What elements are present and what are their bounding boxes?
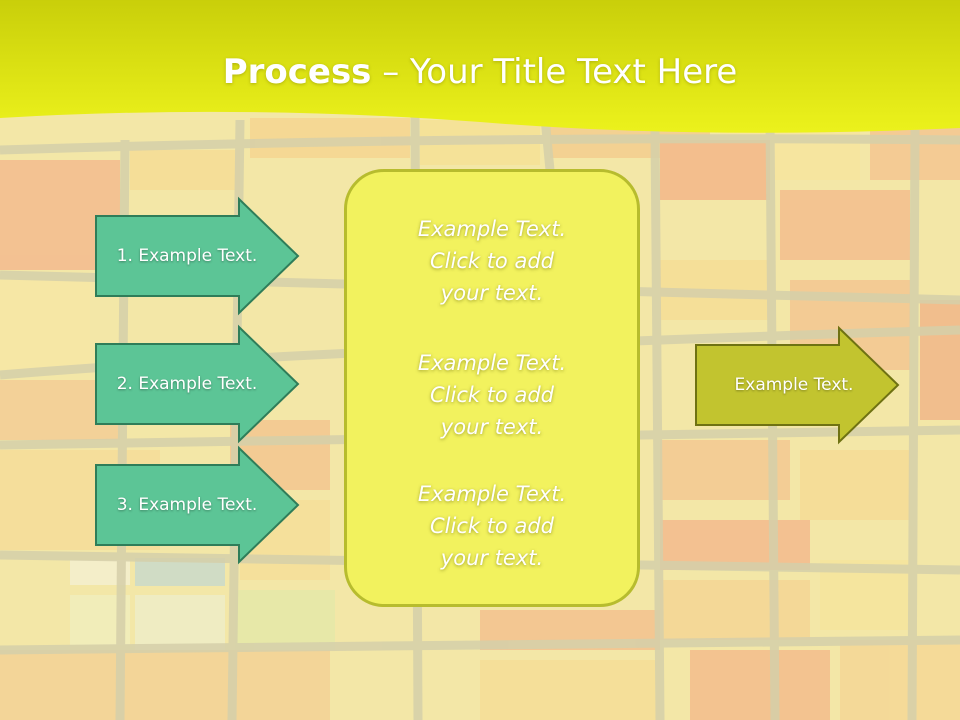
center-process-box[interactable] <box>344 169 640 607</box>
slide-title: Process – Your Title Text Here <box>0 52 960 92</box>
arrow-right-icon <box>695 325 900 445</box>
step-label-3: 3. Example Text. <box>116 495 258 515</box>
step-arrow-2[interactable]: 2. Example Text. <box>95 324 300 444</box>
step-label-1: 1. Example Text. <box>116 246 258 266</box>
arrow-right-icon <box>95 196 300 316</box>
arrow-right-icon <box>95 445 300 565</box>
title-rest-text: – Your Title Text Here <box>371 52 738 92</box>
header-band <box>0 0 960 133</box>
center-text-3[interactable]: Example Text. Click to add your text. <box>417 482 567 570</box>
center-text-2[interactable]: Example Text. Click to add your text. <box>417 351 567 439</box>
center-text-1[interactable]: Example Text. Click to add your text. <box>417 217 567 305</box>
step-arrow-3[interactable]: 3. Example Text. <box>95 445 300 565</box>
title-bold-text: Process <box>222 52 372 92</box>
arrow-right-icon <box>95 324 300 444</box>
output-label: Example Text. <box>734 375 854 395</box>
step-arrow-1[interactable]: 1. Example Text. <box>95 196 300 316</box>
step-label-2: 2. Example Text. <box>116 374 258 394</box>
output-arrow[interactable]: Example Text. <box>695 325 900 445</box>
